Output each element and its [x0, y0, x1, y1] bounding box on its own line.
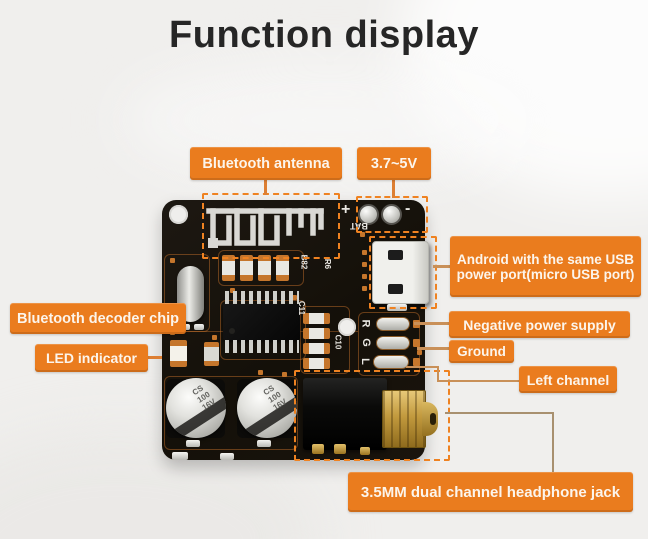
connector-android — [433, 265, 450, 268]
channel-pad-l — [373, 355, 409, 369]
solder-pad — [212, 335, 217, 340]
highlight-box-antenna — [202, 193, 340, 259]
bat-plus-silkscreen: + — [341, 201, 351, 218]
connector-jack — [445, 412, 554, 414]
led-component — [170, 340, 187, 367]
mounting-hole — [338, 318, 356, 336]
smd-capacitor — [303, 328, 330, 339]
smd-capacitor — [303, 313, 330, 324]
connector-left-channel — [437, 380, 519, 382]
smd-resistor — [240, 255, 253, 281]
callout-bluetooth-decoder-chip: Bluetooth decoder chip — [10, 303, 186, 334]
callout-bluetooth-antenna: Bluetooth antenna — [190, 147, 342, 180]
pcb-trace — [218, 250, 304, 286]
solder-pad — [413, 339, 420, 347]
ic-pins-top — [225, 291, 299, 304]
solder-pad — [258, 370, 263, 375]
solder-pad — [282, 372, 287, 377]
page-title: Function display — [169, 14, 479, 56]
capacitor-pad — [186, 440, 200, 447]
crystal-pad — [194, 324, 204, 330]
pcb-trace — [300, 306, 350, 374]
channel-pad-r — [376, 317, 410, 331]
bat-minus-silkscreen: - — [405, 200, 411, 217]
solder-pad — [230, 288, 235, 293]
pcb-trace — [164, 376, 298, 450]
solder-pad — [362, 274, 367, 279]
electrolytic-capacitor: CS 100 16V — [166, 378, 226, 438]
headphone-jack-body — [303, 378, 387, 450]
connector-antenna — [264, 179, 267, 195]
jack-opening — [430, 413, 436, 425]
smd-resistor — [276, 255, 289, 281]
micro-usb-port — [372, 241, 429, 304]
bluetooth-antenna-trace — [206, 208, 324, 248]
connector-led — [147, 356, 162, 359]
highlight-box-jack — [294, 370, 450, 461]
jack-solder-pad — [334, 444, 346, 454]
smd-component — [204, 342, 219, 366]
highlight-box-battery — [356, 196, 428, 233]
callout-ground: Ground — [449, 340, 514, 363]
smd-capacitor — [303, 343, 330, 354]
solder-pad — [170, 258, 175, 263]
silkscreen-ref: C10 — [333, 334, 343, 350]
smd-resistor — [222, 255, 235, 281]
callout-voltage: 3.7~5V — [357, 147, 431, 180]
solder-pad — [413, 358, 420, 366]
solder-pad — [362, 250, 367, 255]
smd-capacitor — [303, 358, 330, 369]
solder-pad — [417, 350, 422, 355]
connector-left-channel — [406, 366, 439, 368]
electrolytic-capacitor: CS 100 16V — [237, 378, 297, 438]
edge-pad — [220, 453, 234, 460]
headphone-jack-tip — [422, 402, 438, 436]
solder-pad — [360, 232, 365, 237]
smd-resistor — [258, 255, 271, 281]
callout-led-indicator: LED indicator — [35, 344, 148, 372]
callout-android-usb: Android with the same USB power port(mic… — [450, 236, 641, 297]
connector-ground — [417, 347, 449, 350]
channel-silkscreen-g: G — [359, 338, 372, 347]
usb-contact — [388, 250, 403, 260]
usb-contact — [388, 284, 403, 294]
solder-pad — [362, 262, 367, 267]
bat-positive-pad — [358, 204, 379, 225]
connector-jack — [552, 412, 554, 473]
decoder-ic — [223, 304, 300, 340]
headphone-jack-gold-block — [382, 390, 426, 448]
jack-solder-pad — [312, 444, 324, 454]
callout-left-channel: Left channel — [519, 366, 617, 393]
pcb-trace — [164, 254, 210, 332]
connector-left-channel — [437, 366, 439, 382]
callout-headphone-jack: 3.5MM dual channel headphone jack — [348, 472, 633, 512]
jack-solder-pad — [360, 447, 370, 455]
connector-negative — [414, 322, 449, 325]
solder-pad — [362, 286, 367, 291]
mounting-hole — [169, 205, 188, 224]
channel-silkscreen-r: R — [359, 319, 372, 328]
highlight-box-usb — [369, 236, 437, 309]
silkscreen-ref: C11 — [297, 300, 307, 316]
connector-voltage — [392, 179, 395, 198]
callout-negative-power-supply: Negative power supply — [449, 311, 630, 338]
capacitor-pad — [257, 440, 271, 447]
ic-pin1-dimple — [229, 328, 235, 334]
channel-pad-g — [376, 336, 410, 350]
channel-silkscreen-l: L — [358, 358, 371, 365]
edge-pad — [172, 452, 188, 460]
bat-negative-pad — [381, 204, 402, 225]
pcb-board: + - BAT B82 R6 C11 C10 — [162, 200, 438, 460]
silkscreen-ref: R6 — [323, 258, 333, 270]
ic-pins-bottom — [225, 340, 299, 353]
gold-ridges — [383, 391, 425, 447]
